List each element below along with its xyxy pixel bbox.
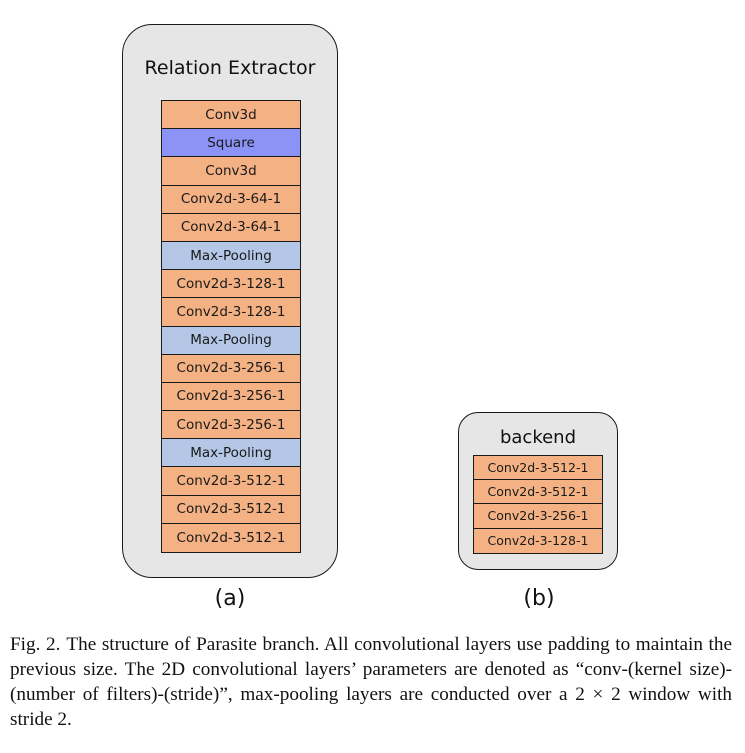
relation-extractor-layer-square: Square: [162, 129, 300, 158]
relation-extractor-layer-conv: Conv2d-3-64-1: [162, 213, 300, 242]
relation-extractor-layer-conv: Conv2d-3-256-1: [162, 354, 300, 383]
relation-extractor-layer-pool: Max-Pooling: [162, 241, 300, 271]
relation-extractor-layer-conv: Conv2d-3-512-1: [162, 523, 300, 552]
figure-number: Fig. 2.: [10, 634, 61, 655]
backend-layer-conv: Conv2d-3-128-1: [474, 528, 602, 553]
relation-extractor-layer-conv: Conv2d-3-512-1: [162, 495, 300, 524]
subfigure-label-a: (a): [214, 586, 246, 611]
backend-layer-conv: Conv2d-3-512-1: [474, 456, 602, 481]
relation-extractor-layer-conv: Conv2d-3-512-1: [162, 467, 300, 496]
relation-extractor-layer-conv: Conv2d-3-64-1: [162, 185, 300, 214]
backend-layer-conv: Conv2d-3-512-1: [474, 480, 602, 505]
backend-layer-conv: Conv2d-3-256-1: [474, 504, 602, 529]
backend-title: backend: [499, 427, 577, 448]
relation-extractor-title: Relation Extractor: [144, 57, 316, 79]
relation-extractor-layer-pool: Max-Pooling: [162, 326, 300, 355]
subfigure-label-b: (b): [523, 586, 555, 611]
relation-extractor-layer-conv: Conv2d-3-256-1: [162, 411, 300, 440]
figure-caption: Fig. 2.The structure of Parasite branch.…: [10, 632, 732, 732]
relation-extractor-layer-conv: Conv3d: [162, 101, 300, 130]
relation-extractor-layer-pool: Max-Pooling: [162, 439, 300, 468]
relation-extractor-layer-conv: Conv3d: [162, 157, 300, 186]
relation-extractor-layer-conv: Conv2d-3-128-1: [162, 298, 300, 327]
relation-extractor-layer-conv: Conv2d-3-256-1: [162, 382, 300, 412]
caption-text: The structure of Parasite branch. All co…: [10, 634, 732, 730]
relation-extractor-layer-conv: Conv2d-3-128-1: [162, 270, 300, 299]
